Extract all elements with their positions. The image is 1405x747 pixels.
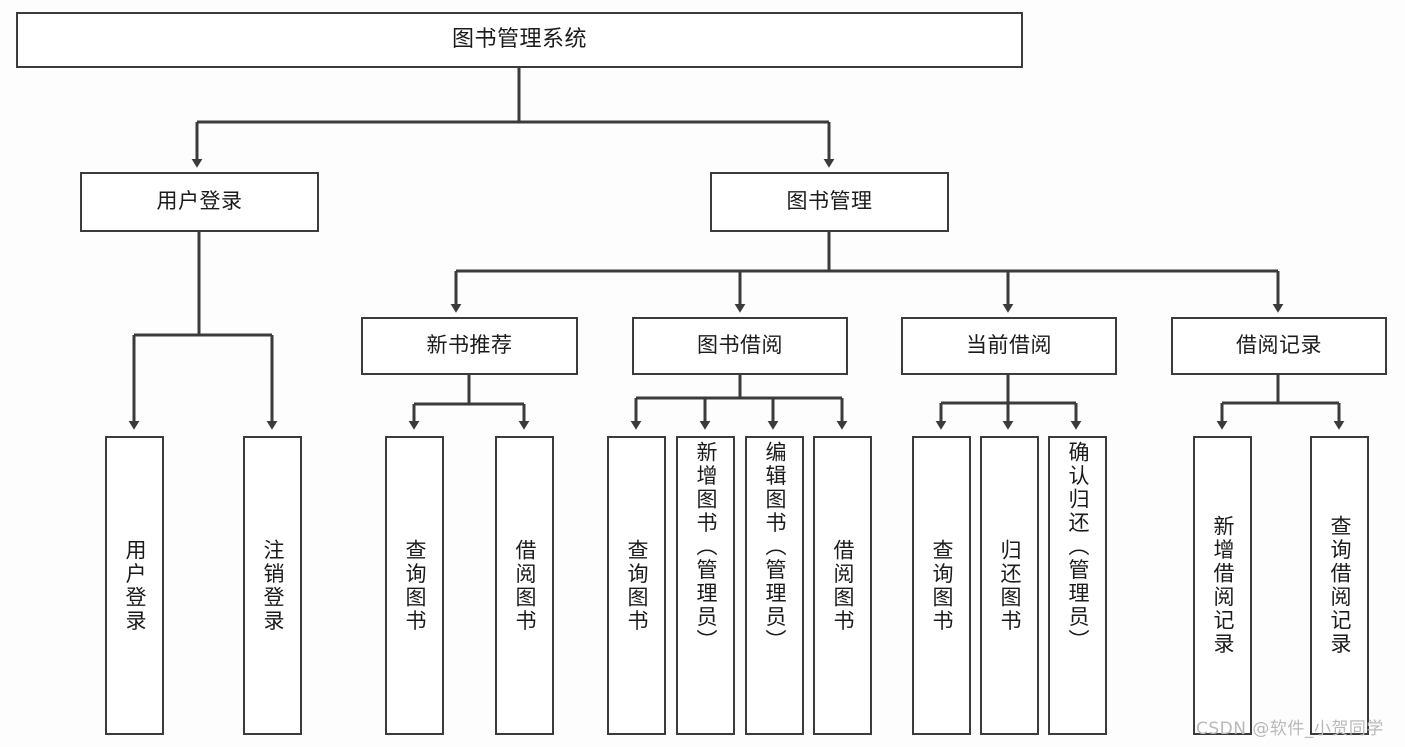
node-label: 查询图书: [403, 538, 427, 633]
leaf-add-borrow-record[interactable]: 新增借阅记录: [1193, 436, 1252, 735]
leaf-return-book[interactable]: 归还图书: [980, 436, 1039, 735]
leaf-query-book-borrow[interactable]: 查询图书: [607, 436, 666, 735]
node-label: 用户登录: [123, 538, 147, 633]
node-label: 注销登录: [261, 538, 285, 633]
leaf-query-borrow-record[interactable]: 查询借阅记录: [1310, 436, 1369, 735]
leaf-borrow-book[interactable]: 借阅图书: [813, 436, 872, 735]
leaf-confirm-return-admin[interactable]: 确认归还（管理员）: [1048, 436, 1107, 735]
node-label: 图书管理: [786, 189, 873, 214]
node-label: 借阅图书: [831, 538, 855, 633]
node-label: 查询借阅记录: [1328, 515, 1352, 656]
node-label: 借阅记录: [1236, 333, 1322, 358]
node-label: 图书管理系统: [451, 26, 587, 52]
leaf-user-login[interactable]: 用户登录: [105, 436, 164, 735]
node-user-login[interactable]: 用户登录: [80, 172, 319, 232]
node-label: 归还图书: [998, 538, 1022, 633]
node-label: 确认归还（管理员）: [1066, 441, 1090, 653]
node-label: 新增图书（管理员）: [694, 441, 718, 653]
node-label: 图书借阅: [697, 333, 783, 358]
node-label: 编辑图书（管理员）: [763, 441, 787, 653]
node-label: 借阅图书: [513, 538, 537, 633]
node-current-borrowing[interactable]: 当前借阅: [901, 317, 1117, 375]
node-book-borrowing[interactable]: 图书借阅: [632, 317, 848, 375]
leaf-borrow-book-recommend[interactable]: 借阅图书: [495, 436, 554, 735]
leaf-edit-book-admin[interactable]: 编辑图书（管理员）: [745, 436, 804, 735]
node-label: 查询图书: [930, 538, 954, 633]
node-label: 新书推荐: [426, 333, 513, 358]
leaf-logout[interactable]: 注销登录: [243, 436, 302, 735]
node-label: 用户登录: [156, 189, 243, 214]
leaf-query-book-recommend[interactable]: 查询图书: [385, 436, 444, 735]
node-borrowing-records[interactable]: 借阅记录: [1171, 317, 1387, 375]
node-new-book-recommendation[interactable]: 新书推荐: [361, 317, 578, 375]
node-label: 查询图书: [625, 538, 649, 633]
node-label: 当前借阅: [966, 333, 1052, 358]
node-label: 新增借阅记录: [1211, 515, 1235, 656]
leaf-add-book-admin[interactable]: 新增图书（管理员）: [676, 436, 735, 735]
csdn-watermark: CSDN @软件_小贺同学: [1196, 719, 1384, 739]
leaf-query-book-current[interactable]: 查询图书: [912, 436, 971, 735]
node-root-book-management-system[interactable]: 图书管理系统: [16, 12, 1023, 68]
node-book-management[interactable]: 图书管理: [710, 172, 949, 232]
